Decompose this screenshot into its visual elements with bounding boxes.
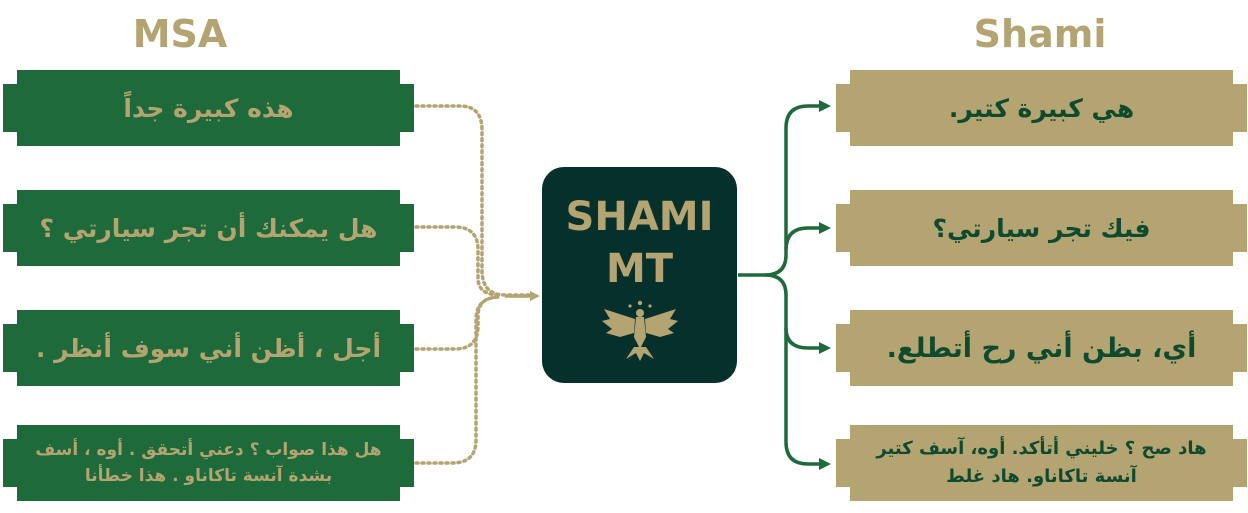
msa-sentence-2: هل يمكنك أن تجر سيارتي ؟: [3, 190, 414, 266]
shami-header: Shami: [973, 12, 1107, 56]
shami-sentence-4: هاد صح ؟ خليني أتأكد. أوه، آسف كتير آنسة…: [836, 425, 1247, 501]
shami-sentence-3: أي، بظن أني رح أتطلع.: [836, 310, 1247, 386]
eagle-emblem-icon: [601, 300, 678, 361]
center-title-line1: SHAMI: [565, 194, 714, 240]
msa-header: MSA: [132, 12, 228, 56]
msa-connector-1: [414, 104, 534, 297]
msa-connector-3: [414, 295, 502, 351]
msa-connector-4: [414, 295, 502, 465]
center-title-line2: MT: [605, 246, 674, 292]
msa-sentence-1: هذه كبيرة جداً: [3, 70, 414, 146]
msa-connector-2: [414, 225, 502, 297]
msa-sentence-3: أجل ، أظن أني سوف أنظر .: [3, 310, 414, 386]
shami-sentence-2: فيك تجر سيارتي؟: [836, 190, 1247, 266]
shami-sentence-1: هي كبيرة كتير.: [836, 70, 1247, 146]
msa-sentence-4: هل هذا صواب ؟ دعني أتحقق . أوه ، أسف بشد…: [3, 425, 414, 501]
shami-mt-box: SHAMI MT: [542, 167, 737, 383]
